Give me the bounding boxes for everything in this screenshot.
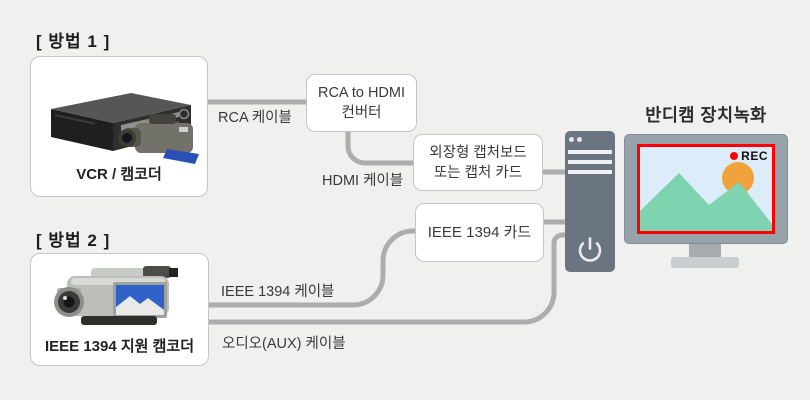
vcr-camcorder-box: VCR / 캠코더 xyxy=(30,56,208,197)
vcr-camcorder-label: VCR / 캠코더 xyxy=(76,166,162,183)
screen-landscape-image xyxy=(640,162,772,231)
capture-board-box: 외장형 캡처보드 또는 캡처 카드 xyxy=(413,134,543,191)
hdmi-cable-line xyxy=(345,131,414,166)
capture-line2: 또는 캡처 카드 xyxy=(433,164,523,181)
mountains-shape xyxy=(640,173,772,231)
power-icon xyxy=(578,237,602,262)
pc-tower xyxy=(565,131,615,272)
recording-screen: REC xyxy=(637,144,775,234)
rca-to-hdmi-converter-box: RCA to HDMI 컨버터 xyxy=(306,74,417,132)
converter-line2: 컨버터 xyxy=(341,105,382,121)
tower-drive-bay xyxy=(568,150,612,154)
camcorder1-viewfinder xyxy=(149,114,176,124)
hdmi-cable-label: HDMI 케이블 xyxy=(322,173,404,189)
camcorder2-lens-glint xyxy=(63,296,67,300)
camcorder2-eyecup xyxy=(169,268,178,277)
ieee-cable-label: IEEE 1394 케이블 xyxy=(221,284,335,300)
vcr-top xyxy=(51,93,191,123)
ieee1394-card-label: IEEE 1394 카드 xyxy=(427,223,532,241)
rec-label: REC xyxy=(741,149,768,163)
record-dot-icon xyxy=(730,152,739,160)
ieee1394-camcorder-illustration xyxy=(54,266,178,325)
vcr-dial xyxy=(178,108,190,120)
monitor-title: 반디캠 장치녹화 xyxy=(645,105,767,125)
rec-indicator: REC xyxy=(730,149,768,163)
converter-line1: RCA to HDMI xyxy=(317,85,405,101)
camcorder2-lcd-image xyxy=(116,296,164,315)
sun-shape xyxy=(722,162,754,194)
capture-line1: 외장형 캡처보드 xyxy=(429,144,527,161)
vcr-vent xyxy=(55,114,95,125)
ieee1394-camcorder-label: IEEE 1394 지원 캠코더 xyxy=(44,338,195,355)
tower-led-dot xyxy=(569,137,574,142)
monitor-neck xyxy=(689,244,721,258)
ieee1394-camcorder-box: IEEE 1394 지원 캠코더 xyxy=(30,253,209,366)
tower-drive-bay xyxy=(568,160,612,164)
method1-heading: [ 방법 1 ] xyxy=(36,32,111,51)
ieee1394-card-box: IEEE 1394 카드 xyxy=(415,203,544,262)
camcorder1-label xyxy=(179,127,188,132)
vcr-left-side xyxy=(51,109,113,151)
monitor: REC xyxy=(624,134,788,244)
monitor-base xyxy=(671,257,739,268)
camcorder1-strap xyxy=(163,149,199,164)
tower-led-dot xyxy=(577,137,582,142)
camcorder2-base xyxy=(81,316,157,325)
camcorder2-viewfinder xyxy=(143,266,171,278)
tower-drive-bay xyxy=(568,170,612,174)
vcr-camcorder-illustration xyxy=(51,93,199,164)
aux-cable-label: 오디오(AUX) 케이블 xyxy=(222,336,346,352)
camcorder1-body xyxy=(135,123,193,153)
rca-cable-label: RCA 케이블 xyxy=(218,110,292,126)
camcorder1-lens-inner xyxy=(122,133,132,143)
method2-heading: [ 방법 2 ] xyxy=(36,231,111,250)
